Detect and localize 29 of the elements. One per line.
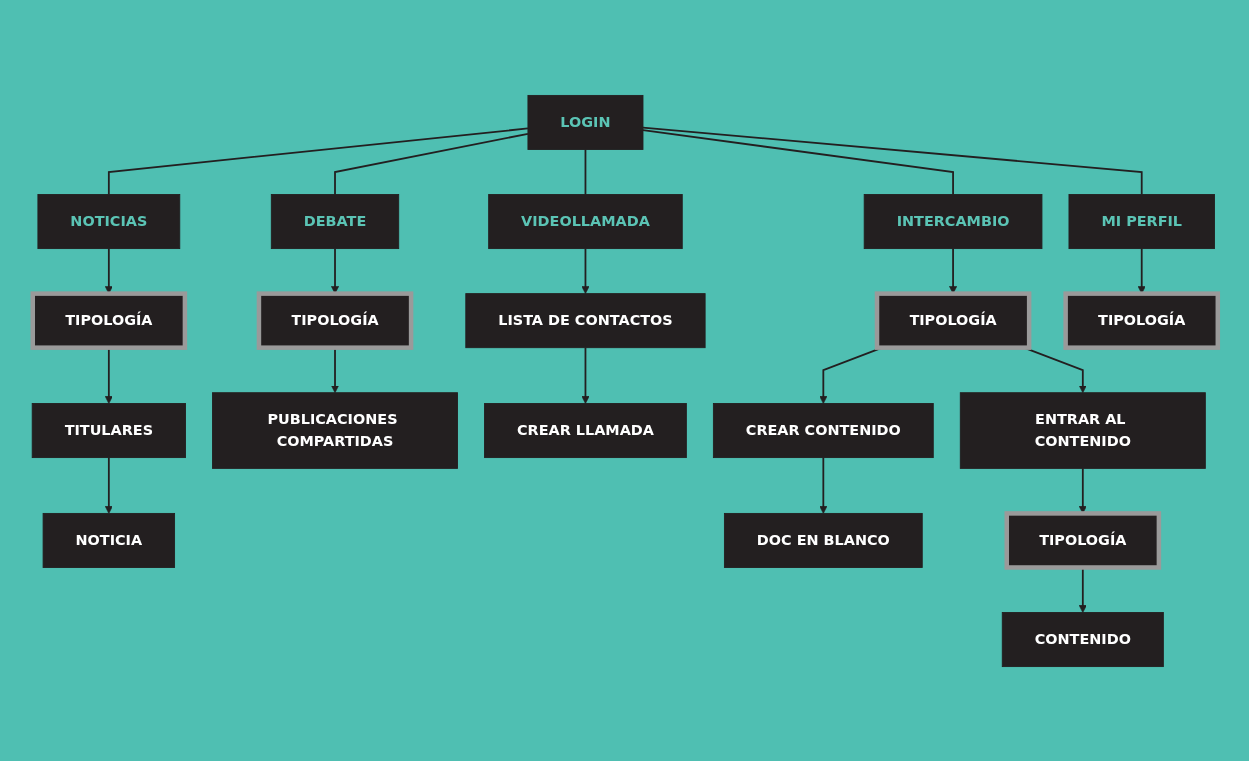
node-box: TIPOLOGÍA — [874, 290, 1031, 350]
node-box: DEBATE — [270, 193, 399, 249]
node-box: TIPOLOGÍA — [1062, 290, 1220, 350]
node-box: PUBLICACIONES COMPARTIDAS — [211, 391, 458, 469]
arrow — [104, 456, 113, 514]
node-box: NOTICIAS — [36, 193, 180, 249]
node-box: VIDEOLLAMADA — [487, 193, 683, 249]
connector — [641, 126, 1143, 195]
node-box: CREAR LLAMADA — [483, 402, 687, 458]
node-box: NOTICIA — [42, 512, 175, 568]
node-box: TITULARES — [31, 402, 186, 458]
node-box: LISTA DE CONTACTOS — [464, 292, 706, 348]
node-box: CREAR CONTENIDO — [712, 402, 934, 458]
arrow — [818, 456, 827, 514]
arrow — [581, 247, 589, 294]
node-box: MI PERFIL — [1068, 193, 1215, 249]
node-box: TIPOLOGÍA — [1004, 510, 1161, 570]
node-box: TIPOLOGÍA — [30, 290, 187, 350]
connector — [641, 128, 954, 195]
connector — [333, 132, 529, 195]
node-box: DOC EN BLANCO — [723, 512, 923, 568]
node-box: LOGIN — [527, 94, 643, 150]
node-box: TIPOLOGÍA — [256, 290, 413, 350]
arrow — [581, 346, 589, 404]
node-box: ENTRAR AL CONTENIDO — [959, 391, 1206, 469]
node-box: CONTENIDO — [1001, 611, 1164, 667]
node-box: INTERCAMBIO — [863, 193, 1042, 249]
connector — [107, 127, 529, 195]
connector — [584, 148, 586, 195]
